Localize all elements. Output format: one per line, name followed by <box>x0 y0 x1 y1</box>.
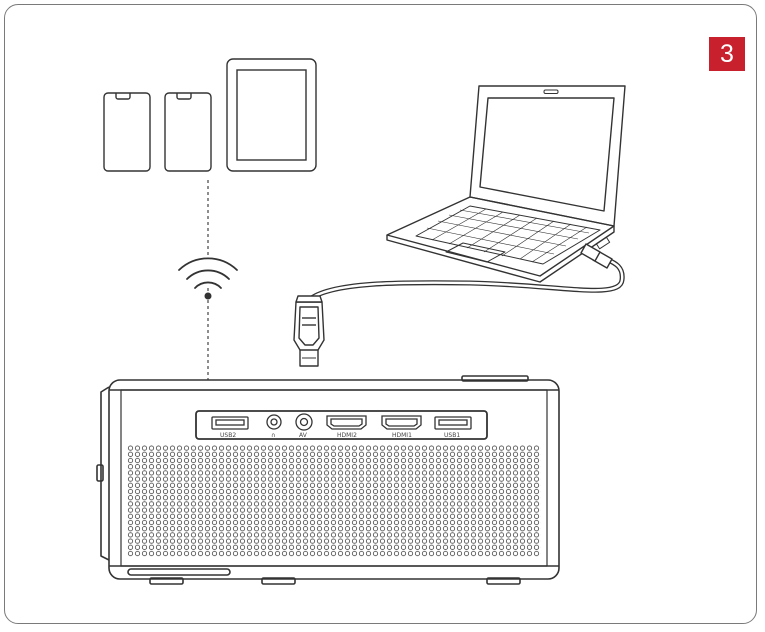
hdmi2-port <box>326 415 367 430</box>
wifi-icon <box>178 256 238 300</box>
usb1-port <box>434 416 472 430</box>
tablet-icon <box>226 58 317 172</box>
headphone-jack-label: ∩ <box>271 432 275 439</box>
hdmi1-port-label: HDMI1 <box>392 432 412 439</box>
diagram-frame <box>4 4 757 624</box>
usb2-port <box>211 416 249 430</box>
hdmi2-port-label: HDMI2 <box>337 432 357 439</box>
projector-icon <box>96 375 560 585</box>
phone-icon <box>164 92 212 172</box>
headphone-jack <box>266 414 282 430</box>
av-jack <box>295 413 313 431</box>
laptop-icon <box>386 85 626 283</box>
step-number-badge: 3 <box>709 37 745 71</box>
hdmi-cable-icon <box>293 243 625 367</box>
hdmi1-port <box>381 415 422 430</box>
phone-icon <box>103 92 151 172</box>
av-jack-label: AV <box>299 432 308 439</box>
usb1-port-label: USB1 <box>444 432 460 439</box>
usb2-port-label: USB2 <box>220 432 236 439</box>
